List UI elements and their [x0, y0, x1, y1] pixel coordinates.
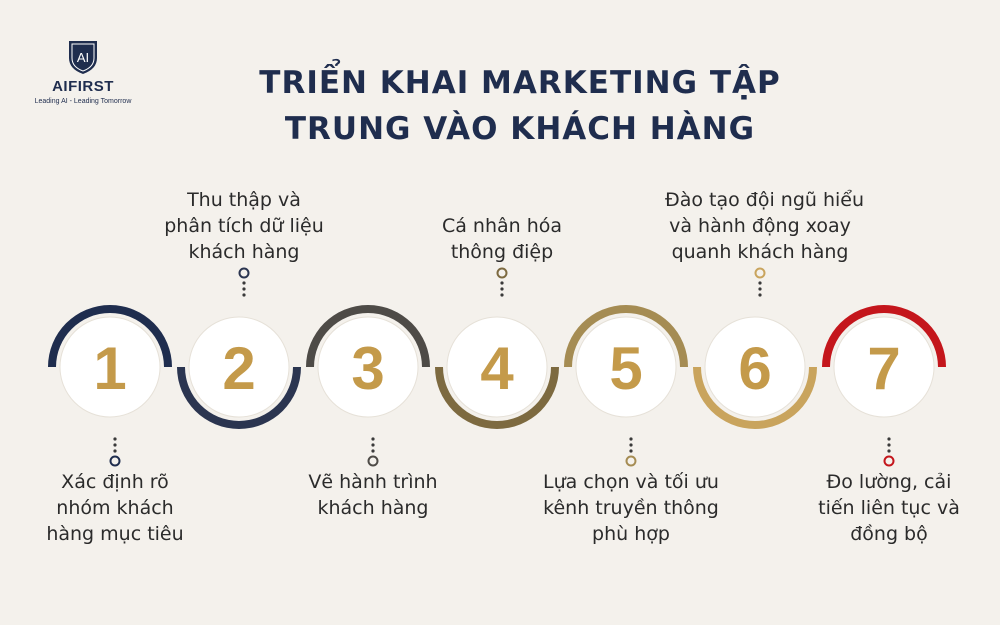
step-number: 7 [867, 335, 900, 402]
connector-end [367, 455, 379, 467]
step-label-line: nhóm khách [56, 497, 174, 519]
step-arc [693, 367, 817, 429]
step-label-line: Vẽ hành trình [308, 471, 438, 493]
step-arc [48, 305, 172, 367]
connector-dot [500, 287, 504, 291]
step-number: 1 [93, 335, 126, 402]
step-circle [575, 316, 677, 418]
connector-dot [887, 449, 891, 453]
step-label-line: kênh truyền thông [543, 497, 719, 519]
connector-dot [242, 281, 246, 285]
connector-end [625, 455, 637, 467]
brand-name: AIFIRST [52, 78, 114, 95]
connector-dot [629, 449, 633, 453]
step-arc [306, 305, 430, 367]
logo-mark-text: AI [77, 50, 89, 65]
step-label-line: Đo lường, cải [826, 471, 952, 493]
step-arc [435, 367, 559, 429]
connector-dot [758, 293, 762, 297]
step-2: 2 [177, 267, 301, 429]
step-arc [822, 305, 946, 367]
step-number: 3 [351, 335, 384, 402]
connector-end [238, 267, 250, 279]
step-label-6: Đào tạo đội ngũ hiểu và hành động xoay qua… [665, 187, 865, 265]
step-5: 5 [564, 305, 688, 467]
step-number: 4 [480, 335, 514, 402]
connector-dot [629, 437, 633, 441]
step-label-1: Xác định rõ nhóm khách hàng mục tiêu [20, 469, 210, 547]
connector-end [109, 455, 121, 467]
connector-dot [113, 443, 117, 447]
step-label-line: Xác định rõ [61, 471, 169, 493]
connector-dot [113, 449, 117, 453]
step-circle [59, 316, 161, 418]
step-circle [188, 316, 290, 418]
step-circle [833, 316, 935, 418]
step-label-4: Cá nhân hóa thông điệp [407, 213, 597, 265]
connector-dot [887, 443, 891, 447]
step-label-3: Vẽ hành trình khách hàng [278, 469, 468, 521]
step-label-line: hàng mục tiêu [46, 523, 184, 545]
step-number: 2 [222, 335, 255, 402]
connector-dot [371, 449, 375, 453]
connector-dot [887, 437, 891, 441]
step-label-line: khách hàng [317, 497, 429, 519]
connector-dot [371, 443, 375, 447]
connector-dot [371, 437, 375, 441]
connector-dot [242, 293, 246, 297]
connector-end [496, 267, 508, 279]
step-arc [564, 305, 688, 367]
connector-dot [500, 281, 504, 285]
step-label-2: Thu thập và phân tích dữ liệu khách hàng [149, 187, 339, 265]
title-line-2: TRUNG VÀO KHÁCH HÀNG [284, 111, 756, 147]
step-label-5: Lựa chọn và tối ưu kênh truyền thông phù h… [536, 469, 726, 547]
step-label-line: và hành động xoay [669, 215, 851, 237]
step-label-line: quanh khách hàng [671, 241, 849, 263]
step-arc [177, 367, 301, 429]
step-label-line: tiến liên tục và [818, 497, 960, 519]
step-label-7: Đo lường, cải tiến liên tục và đồng bộ [794, 469, 984, 547]
title-line-1: TRIỂN KHAI MARKETING TẬP [259, 65, 781, 101]
shield-logo-icon: AI [69, 41, 97, 74]
step-1: 1 [48, 305, 172, 467]
step-7: 7 [822, 305, 946, 467]
step-label-line: Lựa chọn và tối ưu [543, 471, 719, 493]
connector-dot [242, 287, 246, 291]
page-title: TRIỂN KHAI MARKETING TẬP TRUNG VÀO KHÁCH… [230, 60, 810, 152]
step-label-line: Thu thập và [187, 189, 301, 211]
step-circle [704, 316, 806, 418]
step-label-line: thông điệp [450, 241, 554, 263]
step-number: 6 [738, 335, 771, 402]
step-6: 6 [693, 267, 817, 429]
connector-dot [758, 287, 762, 291]
connector-dot [500, 293, 504, 297]
brand-logo: AI AIFIRST Leading AI - Leading Tomorrow [28, 38, 138, 105]
step-label-line: phù hợp [592, 523, 670, 545]
brand-tagline: Leading AI - Leading Tomorrow [34, 98, 132, 105]
step-number: 5 [609, 335, 642, 402]
connector-end [883, 455, 895, 467]
connector-dot [629, 443, 633, 447]
connector-dot [758, 281, 762, 285]
step-3: 3 [306, 305, 430, 467]
connector-dot [113, 437, 117, 441]
step-label-line: Cá nhân hóa [441, 215, 563, 237]
step-circle [317, 316, 419, 418]
connector-end [754, 267, 766, 279]
step-circle [446, 316, 548, 418]
step-label-line: khách hàng [188, 241, 300, 263]
step-label-line: phân tích dữ liệu [164, 215, 324, 237]
step-label-line: Đào tạo đội ngũ hiểu [665, 189, 865, 211]
step-label-line: đồng bộ [850, 523, 928, 545]
step-4: 4 [435, 267, 559, 429]
